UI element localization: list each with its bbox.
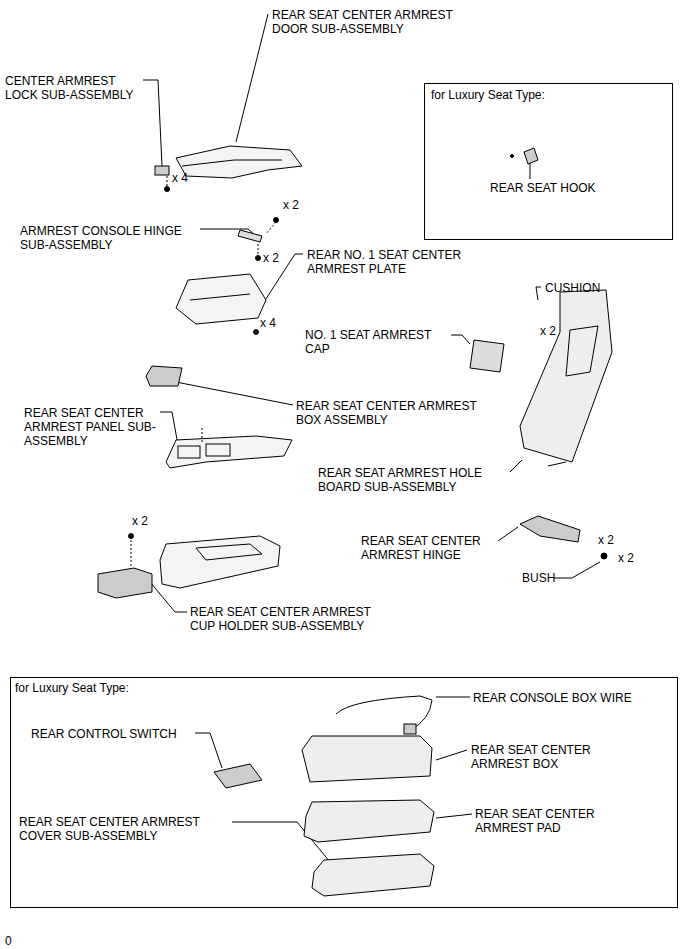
- part-name: REAR SEAT CENTER ARMREST PANEL SUB-ASSEM…: [24, 406, 169, 448]
- armrest-box: [146, 366, 182, 386]
- part-name: REAR SEAT CENTER ARMREST BOX ASSEMBLY: [296, 399, 491, 427]
- part-name: REAR SEAT CENTER ARMREST CUP HOLDER SUB-…: [190, 605, 385, 633]
- armrest-lock: [155, 166, 170, 192]
- part-name: REAR SEAT CENTER ARMREST DOOR SUB-ASSEMB…: [272, 8, 467, 36]
- quantity-mark: x 2: [132, 514, 148, 528]
- luxury-console-box: for Luxury Seat Type: REAR CONSOLE BOX WI…: [10, 677, 678, 908]
- quantity-mark: x 2: [618, 551, 634, 565]
- part-name: REAR SEAT ARMREST HOLE BOARD SUB-ASSEMBL…: [318, 466, 494, 494]
- armrest-plate: [176, 274, 266, 335]
- part-name: ARMREST CONSOLE HINGE SUB-ASSEMBLY: [20, 224, 195, 252]
- variant-heading: for Luxury Seat Type:: [431, 88, 651, 102]
- armrest-body: [160, 536, 280, 588]
- part-name: REAR NO. 1 SEAT CENTER ARMREST PLATE: [307, 248, 477, 276]
- part-name: NO. 1 SEAT ARMREST CAP: [305, 328, 445, 356]
- cup-holder: [98, 534, 152, 599]
- quantity-mark: x 4: [172, 171, 188, 185]
- figure-number: 0: [5, 934, 12, 948]
- part-name: REAR SEAT CENTER ARMREST COVER SUB-ASSEM…: [19, 815, 214, 843]
- part-name: CENTER ARMREST LOCK SUB-ASSEMBLY: [5, 74, 143, 102]
- quantity-mark: x 2: [283, 198, 299, 212]
- variant-heading: for Luxury Seat Type:: [15, 681, 235, 695]
- luxury-hook-box: for Luxury Seat Type: REAR SEAT HOOK: [424, 83, 673, 240]
- part-name: BUSH: [522, 571, 555, 585]
- quantity-mark: x 2: [540, 324, 556, 338]
- part-name: REAR SEAT HOOK: [490, 181, 620, 195]
- armrest-panel: [166, 428, 292, 468]
- part-name: REAR CONTROL SWITCH: [31, 727, 196, 741]
- quantity-mark: x 2: [598, 533, 614, 547]
- console-wire: [336, 696, 432, 734]
- part-name: REAR SEAT CENTER ARMREST PAD: [475, 807, 607, 835]
- hole-board: [520, 290, 612, 466]
- luxury-box: [302, 736, 432, 782]
- quantity-mark: x 4: [260, 316, 276, 330]
- luxury-cover: [312, 854, 434, 896]
- part-name: REAR SEAT CENTER ARMREST HINGE: [361, 534, 491, 562]
- part-name: CUSHION: [545, 281, 600, 295]
- quantity-mark: x 2: [263, 251, 279, 265]
- armrest-cap: [470, 340, 504, 372]
- luxury-pad: [304, 800, 434, 842]
- rear-seat-hook: [511, 148, 539, 164]
- part-name: REAR SEAT CENTER ARMREST BOX: [471, 743, 603, 771]
- control-switch: [214, 764, 262, 788]
- armrest-door: [176, 146, 302, 178]
- part-name: REAR CONSOLE BOX WIRE: [473, 691, 668, 705]
- armrest-hinge: [520, 516, 607, 559]
